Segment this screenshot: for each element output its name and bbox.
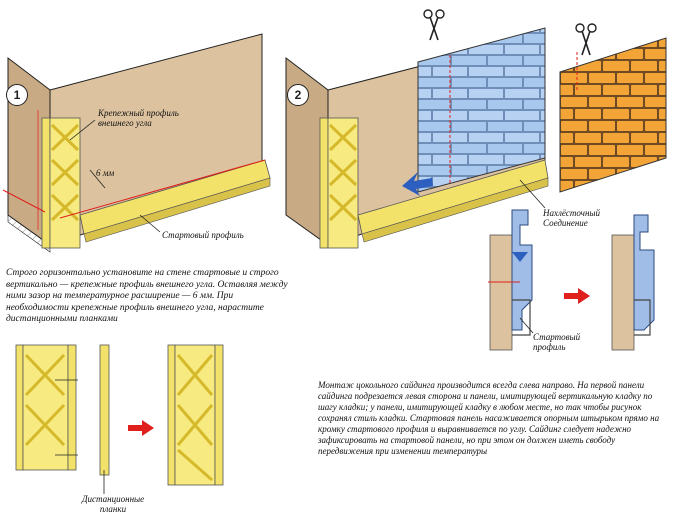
left-instruction-text: Строго горизонтально установите на стене…	[6, 268, 288, 324]
joint-label: Нахлёсточный Соединение	[543, 208, 601, 228]
step-1-badge: 1	[6, 84, 28, 106]
step-2-badge: 2	[287, 84, 309, 106]
spacer-strips-before	[15, 344, 110, 476]
step1-level-line	[2, 189, 46, 213]
gap-dimension	[89, 169, 106, 189]
step1-starter-profile	[59, 159, 271, 243]
step2-starter-profile	[357, 159, 549, 243]
brick-panel	[559, 37, 667, 193]
gap-label: 6 мм	[96, 168, 115, 178]
joint-leader	[519, 179, 546, 209]
step2-corner-profile	[319, 117, 359, 249]
spacer-strips-arrow	[128, 420, 154, 436]
scissors-icon	[423, 9, 445, 41]
starter-profile-label: Стартовый профиль	[162, 230, 244, 240]
starter-profile-2-label: Стартовый профиль	[533, 332, 581, 352]
step1-corner-profile	[37, 110, 81, 249]
section-before	[488, 209, 533, 351]
section-after	[611, 214, 655, 351]
corner-profile-leader	[69, 119, 96, 141]
spacer-strips-after	[167, 344, 224, 486]
starter-profile-2-leader	[519, 317, 534, 334]
right-instruction-text: Монтаж цокольного сайдинга производится …	[318, 380, 660, 456]
spacer-strips-label: Дистанционные планки	[81, 494, 145, 514]
corner-profile-label: Крепежный профиль внешнего угла	[98, 108, 179, 128]
starter-profile-leader	[139, 214, 161, 233]
section-arrow	[564, 288, 590, 304]
blue-arrow	[402, 172, 433, 196]
step2-siding-panels	[417, 27, 546, 193]
scissors-icon	[575, 23, 597, 56]
